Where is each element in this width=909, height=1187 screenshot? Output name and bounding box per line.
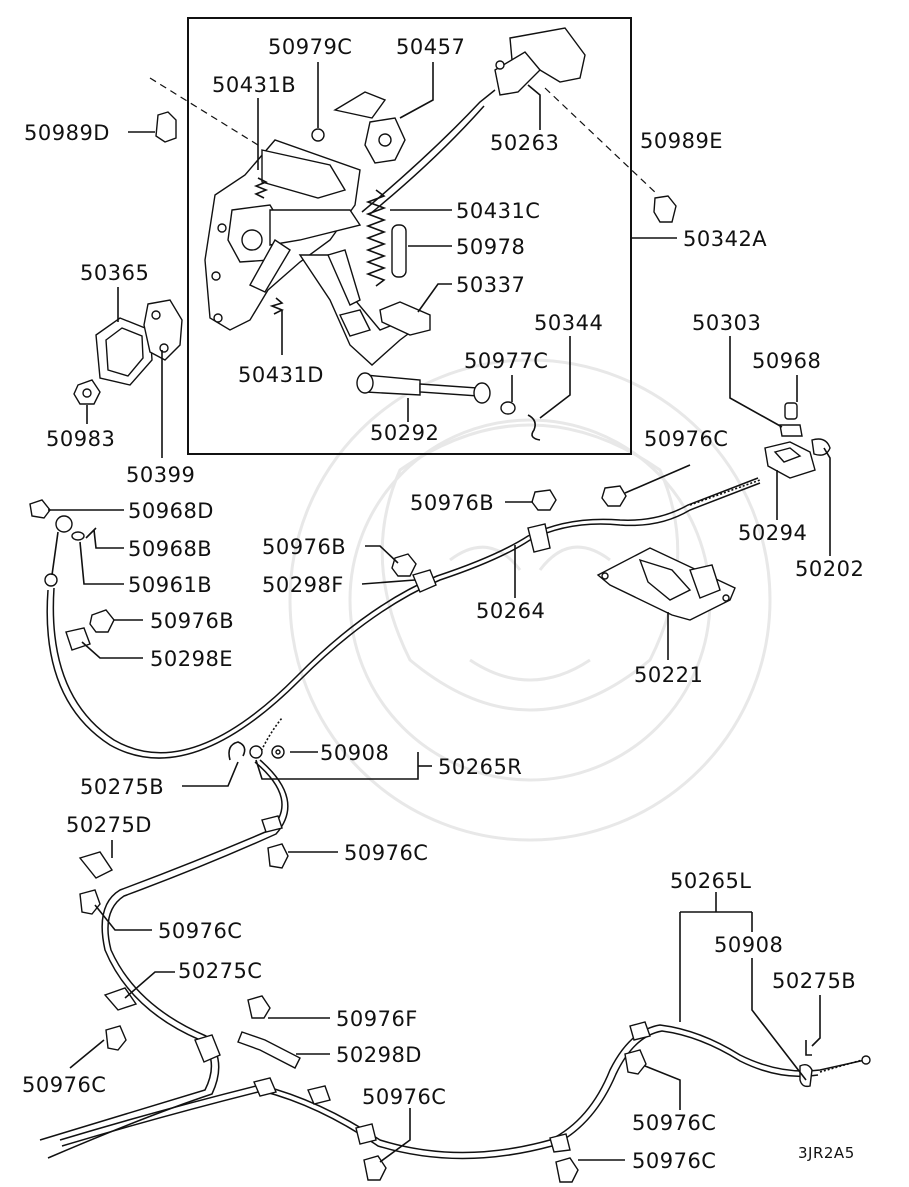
label-50976B-c: 50976B <box>150 609 234 633</box>
clip-50303 <box>779 424 803 437</box>
label-50979C: 50979C <box>268 35 352 59</box>
label-50968D: 50968D <box>128 499 214 523</box>
label-50968: 50968 <box>752 349 821 373</box>
guide-line-50989E <box>544 87 659 196</box>
clip-50275B-right <box>805 1040 812 1056</box>
part-labels: 50979C 50457 50431B 50989D 50263 50989E … <box>22 35 864 1173</box>
label-50265L: 50265L <box>670 869 752 893</box>
label-50202: 50202 <box>795 557 864 581</box>
clip-50275D <box>78 851 114 879</box>
lever-bracket-50294 <box>764 441 816 479</box>
leader-lines <box>48 62 831 1163</box>
label-50399: 50399 <box>126 463 195 487</box>
nut-50983 <box>73 379 101 405</box>
label-50976C-g: 50976C <box>632 1149 716 1173</box>
label-50292: 50292 <box>370 421 439 445</box>
label-50342A: 50342A <box>683 227 767 251</box>
label-50431C: 50431C <box>456 199 540 223</box>
label-50431B: 50431B <box>212 73 296 97</box>
label-50457: 50457 <box>396 35 465 59</box>
guide-line-50989D <box>149 77 259 146</box>
label-50275C: 50275C <box>178 959 262 983</box>
label-50976B-b: 50976B <box>262 535 346 559</box>
label-50976C-f: 50976C <box>632 1111 716 1135</box>
clip-50298D <box>237 1031 301 1069</box>
label-50976C-a: 50976C <box>644 427 728 451</box>
rear-right-cable-50265R <box>39 717 289 1159</box>
label-50961B: 50961B <box>128 573 212 597</box>
clip-50275C <box>103 987 138 1011</box>
label-50294: 50294 <box>738 521 807 545</box>
bolt-50976C-right <box>624 1049 647 1075</box>
label-50303: 50303 <box>692 311 761 335</box>
label-50263: 50263 <box>490 131 559 155</box>
label-50976F: 50976F <box>336 1007 418 1031</box>
label-50989E: 50989E <box>640 129 723 153</box>
label-50337: 50337 <box>456 273 525 297</box>
bolt-50976F <box>247 995 271 1019</box>
label-50976B-a: 50976B <box>410 491 494 515</box>
label-50978: 50978 <box>456 235 525 259</box>
label-50976C-b: 50976C <box>344 841 428 865</box>
label-50264: 50264 <box>476 599 545 623</box>
bolt-50976C-upper-left <box>79 889 101 915</box>
diagram-reference-code: 3JR2A5 <box>798 1144 855 1162</box>
bolt-50976C-top <box>601 485 627 507</box>
label-50989D: 50989D <box>24 121 110 145</box>
bolt-50976C-lower-left <box>105 1025 127 1051</box>
label-50976C-c: 50976C <box>158 919 242 943</box>
label-50431D: 50431D <box>238 363 324 387</box>
label-50298F: 50298F <box>262 573 344 597</box>
clip-50298F <box>412 569 437 593</box>
front-cable-50264 <box>44 477 761 759</box>
label-50275B-b: 50275B <box>772 969 856 993</box>
rear-left-cable-50265L <box>59 1021 871 1160</box>
bolt-50989D <box>155 111 177 143</box>
label-50275B-a: 50275B <box>80 775 164 799</box>
gasket-50399 <box>143 299 183 361</box>
label-50265R: 50265R <box>438 755 522 779</box>
label-50275D: 50275D <box>66 813 152 837</box>
label-50908-b: 50908 <box>714 933 783 957</box>
label-50344: 50344 <box>534 311 603 335</box>
label-50908-a: 50908 <box>320 741 389 765</box>
pedal-assembly-inset-box <box>187 17 632 455</box>
bolt-50989E <box>653 195 677 223</box>
label-50298D: 50298D <box>336 1043 422 1067</box>
clip-50968 <box>784 402 798 420</box>
label-50976C-d: 50976C <box>22 1073 106 1097</box>
equalizer-bracket-50221 <box>596 547 736 621</box>
bolt-50976B-top <box>531 489 557 511</box>
bolt-50976B-left <box>89 609 115 633</box>
bolt-50976C-mid-left <box>267 843 289 869</box>
pin-50968B <box>85 527 97 539</box>
gasket-50365 <box>95 317 153 386</box>
washer-50961B <box>71 531 85 541</box>
bolt-50976C-bottom-right <box>555 1157 579 1183</box>
label-50977C: 50977C <box>464 349 548 373</box>
label-50968B: 50968B <box>128 537 212 561</box>
label-50221: 50221 <box>634 663 703 687</box>
label-50298E: 50298E <box>150 647 233 671</box>
label-50983: 50983 <box>46 427 115 451</box>
parking-brake-pedal-assembly <box>204 27 586 441</box>
bolt-50968D <box>29 499 51 519</box>
label-50976C-e: 50976C <box>362 1085 446 1109</box>
label-50365: 50365 <box>80 261 149 285</box>
bolt-50976B-mid <box>391 553 417 577</box>
